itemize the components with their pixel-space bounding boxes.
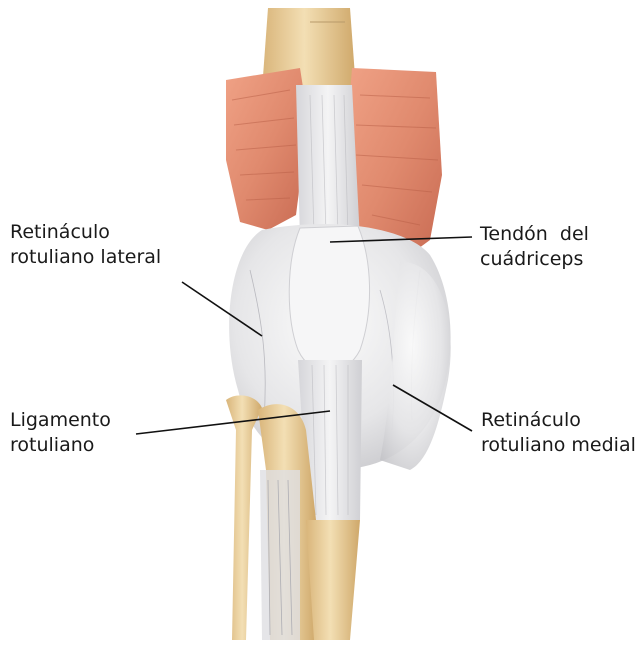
label-patellar-ligament-line1: Ligamento [10,408,111,433]
vastus-lateralis-muscle [226,68,308,230]
label-medial-retinaculum-line2: rotuliano medial [481,433,636,458]
label-patellar-ligament-line2: rotuliano [10,433,111,458]
label-patellar-ligament: Ligamento rotuliano [10,408,111,458]
fibula [226,395,262,640]
label-quadriceps-tendon: Tendón del cuádriceps [480,222,589,272]
quadriceps-tendon [296,85,360,240]
label-medial-retinaculum: Retináculo rotuliano medial [481,408,636,458]
label-quadriceps-tendon-line2: cuádriceps [480,247,589,272]
label-lateral-retinaculum: Retináculo rotuliano lateral [10,220,161,270]
label-lateral-retinaculum-line1: Retináculo [10,220,161,245]
patella [289,226,369,372]
label-medial-retinaculum-line1: Retináculo [481,408,636,433]
lower-leg-tissue [260,470,300,640]
label-quadriceps-tendon-line1: Tendón del [480,222,589,247]
label-lateral-retinaculum-line2: rotuliano lateral [10,245,161,270]
